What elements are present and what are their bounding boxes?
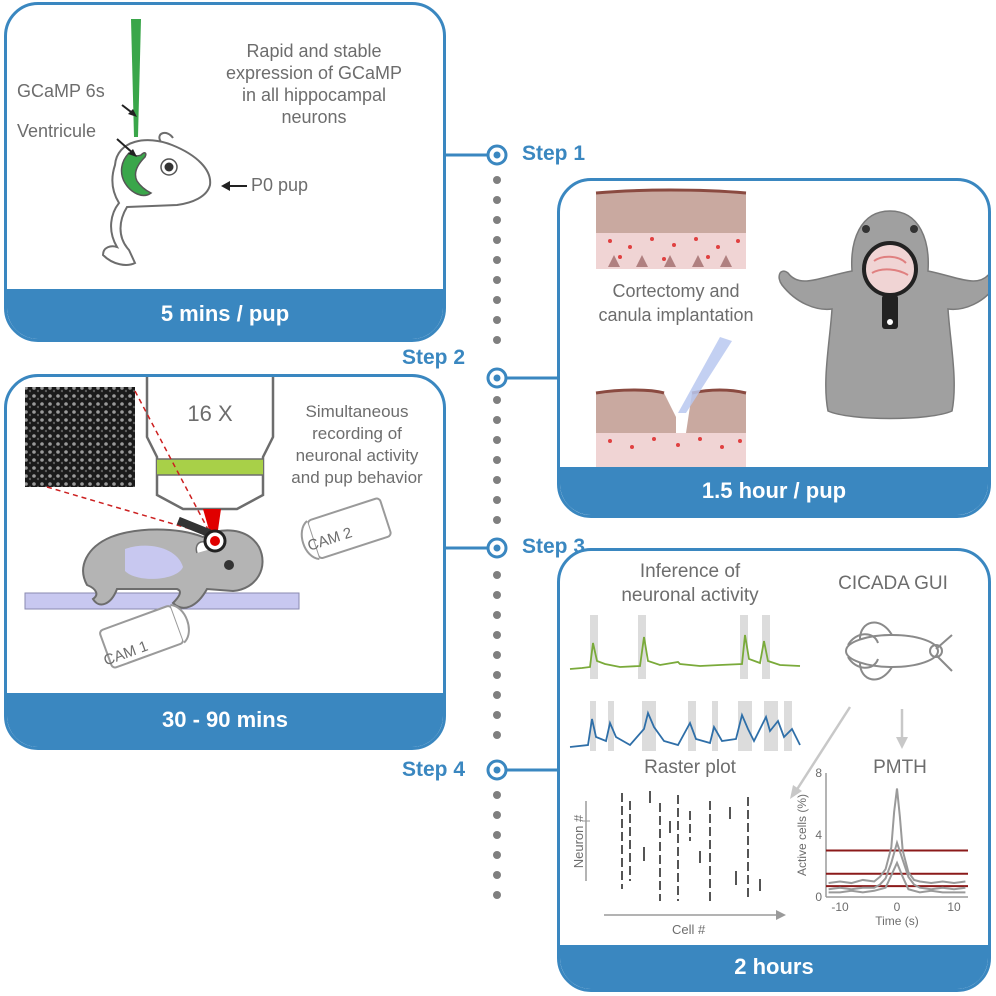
step-1-label: Step 1 xyxy=(522,142,586,165)
panel1-duration: 5 mins / pup xyxy=(7,289,443,339)
raster-plot xyxy=(582,791,786,920)
panel3-duration: 30 - 90 mins xyxy=(7,693,443,747)
pmth-series-line xyxy=(828,860,966,894)
calcium-trace-blue xyxy=(569,710,801,748)
panel-step-1-injection: GCaMP 6s Ventricule P0 pup Rapid and sta… xyxy=(4,2,446,342)
recording-illustration xyxy=(24,377,392,669)
field-of-view-image xyxy=(25,387,135,487)
raster-x-label: Cell # xyxy=(672,922,706,937)
surgery-caption-line: Cortectomy and xyxy=(612,281,740,301)
pmth-x-tick-label: 0 xyxy=(894,900,901,914)
objective-label: 16 X xyxy=(187,401,233,426)
camera-1-icon xyxy=(99,604,190,669)
calcium-trace-green xyxy=(569,634,801,670)
pmth-x-tick-label: -10 xyxy=(831,900,849,914)
step-4-label: Step 4 xyxy=(402,758,466,781)
inference-title-line: Inference of xyxy=(639,561,741,582)
pmth-series-line xyxy=(828,788,966,885)
cicada-insect-icon xyxy=(845,621,953,681)
objective-band xyxy=(157,459,263,475)
description-line: in all hippocampal xyxy=(241,85,387,105)
pup-injection-illustration xyxy=(101,19,247,266)
injection-needle xyxy=(131,19,141,137)
magnifier-handle xyxy=(882,295,898,329)
pup-outline xyxy=(101,139,212,266)
raster-y-label: Neuron # xyxy=(571,814,587,869)
timeline-dots xyxy=(493,176,501,899)
aspiration-needle xyxy=(678,337,732,413)
pmth-x-axis-label: Time (s) xyxy=(875,914,919,928)
gcamp-label: GCaMP 6s xyxy=(17,81,105,101)
ventricle-shape xyxy=(120,152,153,197)
cortex-intact xyxy=(596,190,746,233)
step-2-label: Step 2 xyxy=(402,346,466,369)
pmth-y-tick-label: 4 xyxy=(815,828,822,842)
ventricle-label: Ventricule xyxy=(17,121,97,141)
pup-label: P0 pup xyxy=(251,175,309,195)
event-highlights xyxy=(590,615,792,751)
gui-title: CICADA GUI xyxy=(838,573,948,594)
recording-caption-line: and pup behavior xyxy=(291,468,423,487)
panel-step-2-surgery: Cortectomy and canula implantation 1.5 h… xyxy=(557,178,991,518)
pmth-title: PMTH xyxy=(873,757,927,778)
description-line: Rapid and stable xyxy=(246,41,382,61)
stage-platform xyxy=(24,592,300,610)
objective-body xyxy=(145,377,275,511)
panel-step-3-recording: 16 X CAM 2 CAM 1 Simultaneous recording … xyxy=(4,374,446,750)
surgery-caption-line: canula implantation xyxy=(598,305,754,325)
pmth-y-axis-label: Active cells (%) xyxy=(795,794,809,876)
description-line: expression of GCaMP xyxy=(225,63,403,83)
panel2-duration: 1.5 hour / pup xyxy=(560,467,988,515)
raster-title: Raster plot xyxy=(644,757,736,778)
camera-2-icon xyxy=(300,497,392,561)
recording-caption-line: neuronal activity xyxy=(295,446,419,465)
pmth-y-tick-label: 0 xyxy=(815,890,822,904)
step-3-label: Step 3 xyxy=(522,535,586,558)
cortex-cut xyxy=(596,390,676,433)
cortectomy-illustration xyxy=(595,188,988,467)
inference-title-line: neuronal activity xyxy=(621,585,759,606)
panel4-duration: 2 hours xyxy=(560,945,988,989)
head-bar xyxy=(176,516,212,538)
pmth-series-line xyxy=(828,839,966,891)
description-line: neurons xyxy=(281,107,347,127)
recording-caption-line: Simultaneous xyxy=(305,402,409,421)
pmth-x-tick-label: 10 xyxy=(947,900,961,914)
recording-caption-line: recording of xyxy=(312,424,402,443)
pmth-y-tick-label: 8 xyxy=(815,766,822,780)
